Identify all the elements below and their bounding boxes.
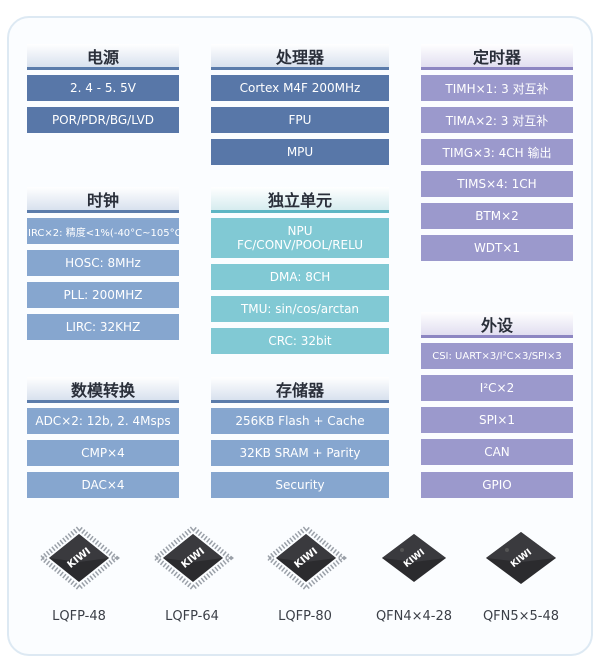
package-lqfp48-label: LQFP-48: [52, 609, 106, 624]
peripheral-i2c: I²C×2: [421, 375, 573, 401]
chip-lqfp80-icon: KIWI: [265, 524, 347, 592]
timer-wdt: WDT×1: [421, 235, 573, 261]
independent-dma: DMA: 8CH: [211, 264, 389, 290]
npu-ops: FC/CONV/POOL/RELU: [236, 238, 364, 252]
chip-qfn28-icon: KIWI: [382, 534, 446, 582]
adc-header: 数模转换: [27, 377, 179, 403]
package-lqfp64-label: LQFP-64: [165, 609, 219, 624]
independent-header: 独立单元: [211, 187, 389, 213]
clock-pll: PLL: 200MHZ: [27, 282, 179, 308]
adc-dac: DAC×4: [27, 472, 179, 498]
peripheral-csi: CSI: UART×3/I²C×3/SPI×3: [421, 343, 573, 369]
storage-flash: 256KB Flash + Cache: [211, 408, 389, 434]
independent-tmu: TMU: sin/cos/arctan: [211, 296, 389, 322]
npu-label: NPU: [287, 224, 313, 238]
storage-header: 存储器: [211, 377, 389, 403]
timer-btm: BTM×2: [421, 203, 573, 229]
timer-timg: TIMG×3: 4CH 输出: [421, 139, 573, 165]
clock-lirc: LIRC: 32KHZ: [27, 314, 179, 340]
clock-hirc: HIRC×2: 精度<1%(-40°C~105°C): [27, 218, 179, 244]
peripheral-spi: SPI×1: [421, 407, 573, 433]
clock-hosc: HOSC: 8MHz: [27, 250, 179, 276]
package-qfn28-label: QFN4×4-28: [375, 609, 453, 624]
peripheral-gpio: GPIO: [421, 472, 573, 498]
power-header: 电源: [27, 44, 179, 70]
processor-mpu: MPU: [211, 139, 389, 165]
clock-header: 时钟: [27, 187, 179, 213]
chip-lqfp48-icon: KIWI: [38, 524, 120, 592]
chip-lqfp64-icon: KIWI: [152, 524, 234, 592]
adc-adc: ADC×2: 12b, 2. 4Msps: [27, 408, 179, 434]
processor-core: Cortex M4F 200MHz: [211, 75, 389, 101]
package-qfn48-label: QFN5×5-48: [482, 609, 560, 624]
power-voltage: 2. 4 - 5. 5V: [27, 75, 179, 101]
storage-security: Security: [211, 472, 389, 498]
chip-qfn48-icon: KIWI: [486, 532, 556, 584]
independent-crc: CRC: 32bit: [211, 328, 389, 354]
power-reset: POR/PDR/BG/LVD: [27, 107, 179, 133]
processor-header: 处理器: [211, 44, 389, 70]
adc-cmp: CMP×4: [27, 440, 179, 466]
peripheral-header: 外设: [421, 312, 573, 338]
storage-sram: 32KB SRAM + Parity: [211, 440, 389, 466]
processor-fpu: FPU: [211, 107, 389, 133]
package-lqfp80-label: LQFP-80: [278, 609, 332, 624]
timer-tima: TIMA×2: 3 对互补: [421, 107, 573, 133]
peripheral-can: CAN: [421, 439, 573, 465]
timer-timh: TIMH×1: 3 对互补: [421, 75, 573, 101]
timer-tims: TIMS×4: 1CH: [421, 171, 573, 197]
timer-header: 定时器: [421, 44, 573, 70]
independent-npu: NPU FC/CONV/POOL/RELU: [211, 218, 389, 258]
